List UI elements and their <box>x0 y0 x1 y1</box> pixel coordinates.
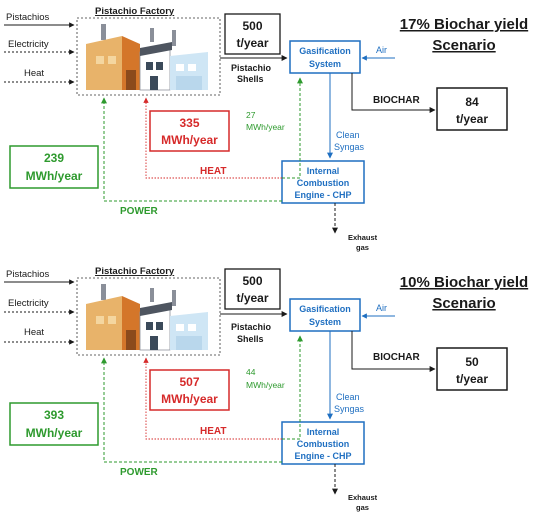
scenario-title-line2: Scenario <box>432 295 495 312</box>
input-heat-label: Heat <box>24 327 44 338</box>
shells-value: 500 <box>242 274 262 288</box>
biochar-label: BIOCHAR <box>373 95 420 106</box>
recirculation-arrow <box>282 335 303 440</box>
air-label: Air <box>376 303 387 313</box>
syngas-label-line1: Clean <box>336 392 360 402</box>
chp-line3: Engine - CHP <box>294 451 351 461</box>
gasification-line1: Gasification <box>299 304 351 314</box>
syngas-label-line2: Syngas <box>334 404 365 414</box>
heat-value: 507 <box>179 375 199 389</box>
syngas-label-line1: Clean <box>336 130 360 140</box>
factory-boundary <box>76 277 221 356</box>
exhaust-label-line1: Exhaust <box>348 233 378 242</box>
scenario-title-line2: Scenario <box>432 37 495 54</box>
factory-title: Pistachio Factory <box>95 6 175 17</box>
shells-unit: t/year <box>236 36 268 50</box>
syngas-label-line2: Syngas <box>334 142 365 152</box>
recirc-value: 44 <box>246 367 256 377</box>
biochar-unit: t/year <box>456 112 488 126</box>
recirc-unit: MWh/year <box>246 380 285 390</box>
biochar-arrow <box>351 331 436 372</box>
biochar-output-box <box>436 87 508 131</box>
gasification-line2: System <box>309 59 341 69</box>
chp-line2: Combustion <box>297 439 350 449</box>
power-flow-label: POWER <box>120 467 159 478</box>
input-electricity-label: Electricity <box>8 298 49 309</box>
chp-engine-box <box>281 421 365 465</box>
input-heat-label: Heat <box>24 68 44 79</box>
heat-return-arrow <box>143 97 282 179</box>
chp-line3: Engine - CHP <box>294 190 351 200</box>
factory-icon <box>86 24 208 91</box>
biochar-label: BIOCHAR <box>373 352 420 363</box>
chp-line2: Combustion <box>297 178 350 188</box>
power-return-arrow <box>101 357 282 463</box>
power-output-box <box>9 145 99 189</box>
heat-unit: MWh/year <box>161 133 218 147</box>
shells-output-box <box>224 13 281 55</box>
recirc-value: 27 <box>246 110 256 120</box>
chp-line1: Internal <box>307 166 340 176</box>
chp-line1: Internal <box>307 427 340 437</box>
biochar-value: 84 <box>465 95 479 109</box>
power-value: 393 <box>44 408 64 422</box>
power-unit: MWh/year <box>26 169 83 183</box>
exhaust-label-line2: gas <box>356 243 369 252</box>
recirc-unit: MWh/year <box>246 122 285 132</box>
power-output-box <box>9 402 99 446</box>
biochar-output-box <box>436 347 508 391</box>
biochar-unit: t/year <box>456 372 488 386</box>
scenario-2: Pistachios Electricity Heat Pistachio Fa… <box>4 266 528 512</box>
factory-icon <box>86 284 208 351</box>
power-value: 239 <box>44 151 64 165</box>
shells-label-line1: Pistachio <box>231 63 272 73</box>
gasification-line2: System <box>309 317 341 327</box>
biochar-arrow <box>351 73 436 113</box>
shells-value: 500 <box>242 19 262 33</box>
air-label: Air <box>376 45 387 55</box>
heat-output-box <box>149 110 230 152</box>
scenario-title-line1: 17% Biochar yield <box>400 16 528 33</box>
heat-value: 335 <box>179 116 199 130</box>
shells-label-line2: Shells <box>237 334 264 344</box>
chp-engine-box <box>281 160 365 204</box>
biochar-value: 50 <box>465 355 479 369</box>
input-pistachios-label: Pistachios <box>6 12 50 23</box>
factory-title: Pistachio Factory <box>95 266 175 277</box>
input-pistachios-label: Pistachios <box>6 269 50 280</box>
power-unit: MWh/year <box>26 426 83 440</box>
power-flow-label: POWER <box>120 206 159 217</box>
shells-label-line1: Pistachio <box>231 322 272 332</box>
shells-unit: t/year <box>236 291 268 305</box>
recirculation-arrow <box>282 77 303 179</box>
input-electricity-label: Electricity <box>8 39 49 50</box>
gasification-system-box <box>289 298 361 332</box>
exhaust-label-line1: Exhaust <box>348 493 378 502</box>
shells-label-line2: Shells <box>237 74 264 84</box>
heat-return-arrow <box>143 357 282 440</box>
heat-output-box <box>149 369 230 411</box>
shells-output-box <box>224 268 281 310</box>
exhaust-label-line2: gas <box>356 503 369 512</box>
scenario-1: Pistachios Electricity Heat Pistachio Fa… <box>4 6 528 252</box>
scenario-title-line1: 10% Biochar yield <box>400 274 528 291</box>
heat-flow-label: HEAT <box>200 166 226 177</box>
gasification-system-box <box>289 40 361 74</box>
power-return-arrow <box>101 97 282 202</box>
heat-flow-label: HEAT <box>200 426 226 437</box>
gasification-line1: Gasification <box>299 46 351 56</box>
heat-unit: MWh/year <box>161 392 218 406</box>
factory-boundary <box>76 17 221 96</box>
